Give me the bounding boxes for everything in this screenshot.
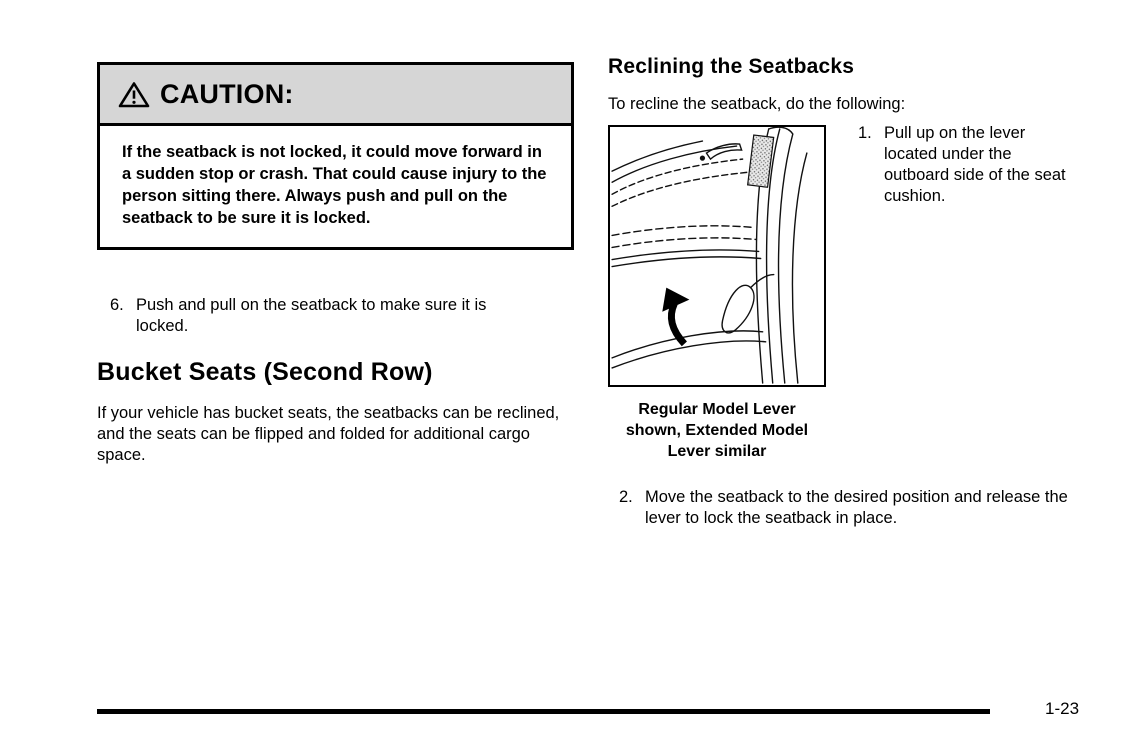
step-number: 6. (110, 296, 124, 314)
seat-lever-illustration (611, 127, 808, 384)
section-heading-reclining-seatbacks: Reclining the Seatbacks (608, 55, 855, 78)
section-heading-bucket-seats: Bucket Seats (Second Row) (97, 358, 433, 386)
list-item-step-2: 2. Move the seatback to the desired posi… (619, 487, 1069, 529)
step-text: Pull up on the lever located under the o… (884, 124, 1066, 205)
list-item-step-6: 6. Push and pull on the seatback to make… (110, 295, 516, 337)
bucket-seats-paragraph: If your vehicle has bucket seats, the se… (97, 404, 560, 464)
arrow-up-icon (662, 287, 690, 347)
list-item-step-1: 1. Pull up on the lever located under th… (858, 123, 1066, 207)
step-number: 2. (619, 488, 633, 506)
caution-body-text: If the seatback is not locked, it could … (122, 143, 547, 227)
footer-rule (97, 709, 990, 714)
step-text: Move the seatback to the desired positio… (645, 488, 1068, 527)
figure-caption: Regular Model Lever shown, Extended Mode… (625, 401, 809, 460)
seat-lever-figure (608, 125, 826, 387)
step-text: Push and pull on the seatback to make su… (136, 296, 487, 335)
caution-box: CAUTION: If the seatback is not locked, … (97, 62, 574, 250)
warning-triangle-icon (118, 81, 150, 109)
page-number: 1-23 (1045, 699, 1080, 718)
caution-header: CAUTION: (100, 65, 571, 126)
caution-title: CAUTION: (160, 79, 294, 109)
reclining-intro-text: To recline the seatback, do the followin… (608, 95, 906, 113)
step-number: 1. (858, 124, 872, 142)
